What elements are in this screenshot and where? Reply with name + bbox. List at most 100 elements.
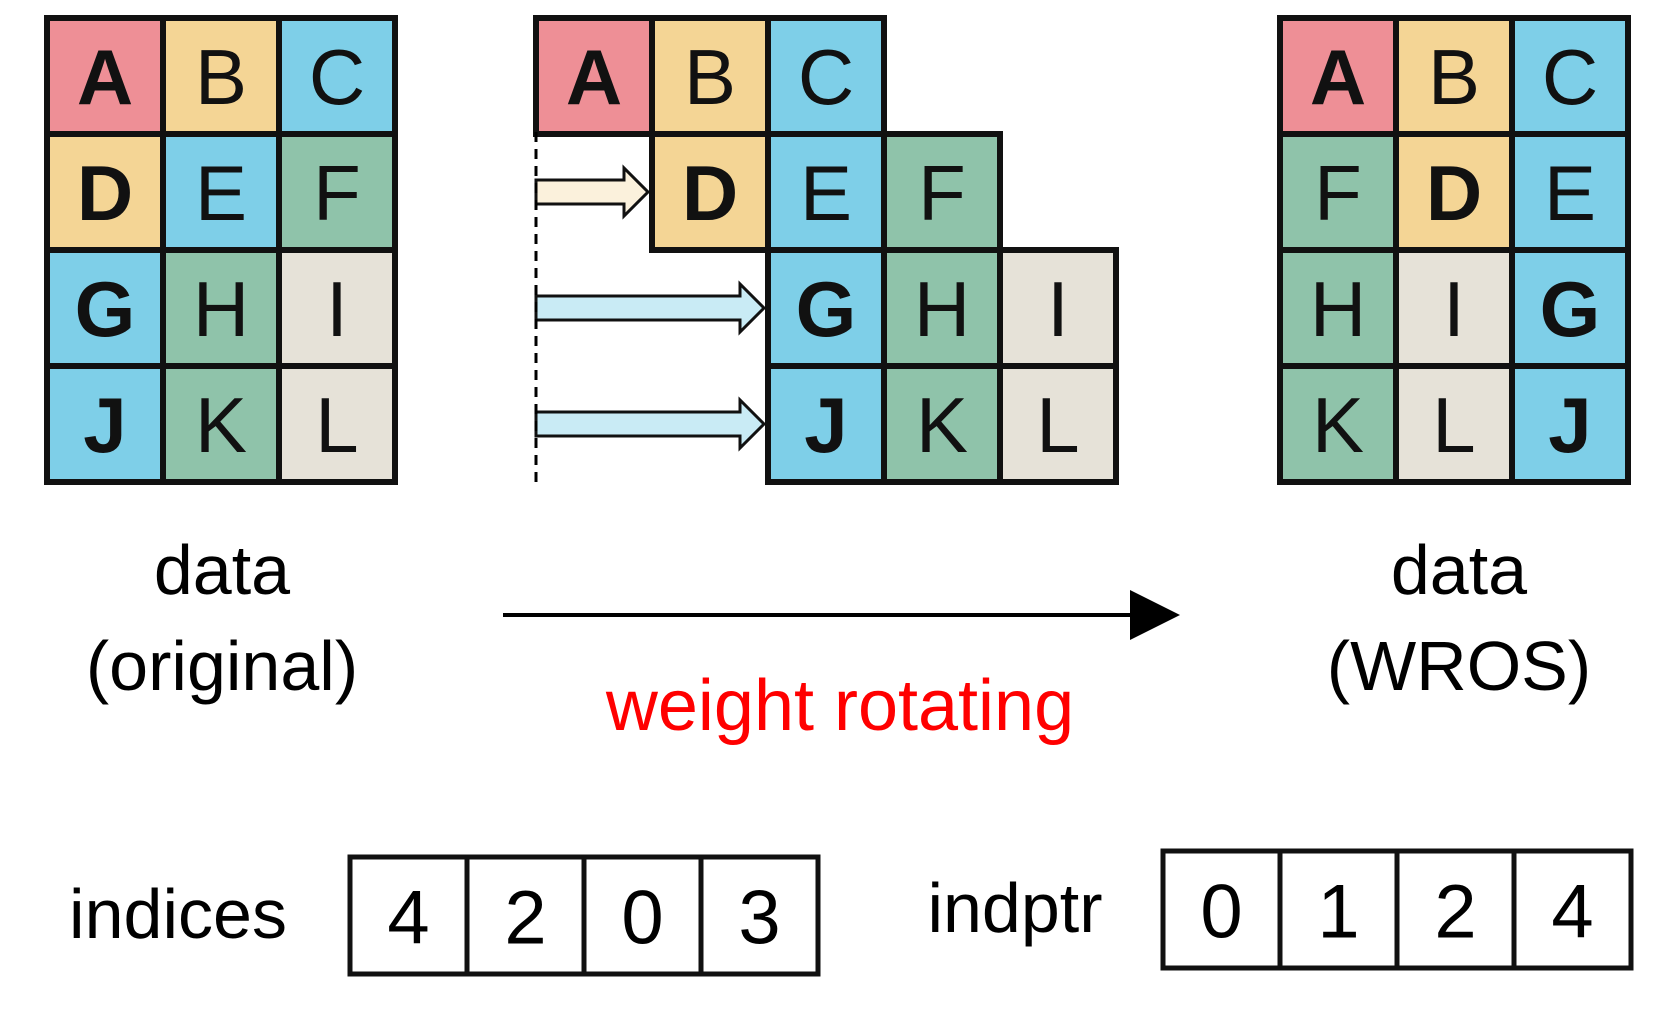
shifted-cell-c-letter: C [798,33,854,121]
indices-cell: 4 [347,854,470,977]
shifted-cell-c: C [765,15,887,137]
indptr-value: 1 [1317,870,1359,955]
indptr-value: 4 [1551,870,1593,955]
wros-cell-j-letter: J [1548,381,1591,469]
weight-rotating-caption: weight rotating [605,666,1074,746]
indptr-value: 0 [1200,870,1242,955]
shifted-cell-h-letter: H [914,265,970,353]
transform-arrow [503,590,1180,640]
indices-cell-box [581,854,704,977]
shifted-cell-c-bg [765,15,887,137]
original-cell-k-letter: K [195,381,247,469]
shifted-cell-f-letter: F [918,149,966,237]
wros-cell-f: F [1277,131,1399,253]
shifted-cell-i-letter: I [1047,265,1069,353]
original-cell-l-bg [276,363,398,485]
shifted-cell-l-letter: L [1036,381,1079,469]
wros-cell-d: D [1393,131,1515,253]
indptr-cell: 0 [1160,848,1283,971]
indptr-cell: 1 [1277,848,1400,971]
wros-cell-g: G [1509,247,1631,369]
shifted-cell-f: F [881,131,1003,253]
original-cell-j-bg [44,363,166,485]
original-cell-g-letter: G [75,265,136,353]
wros-cell-h: H [1277,247,1399,369]
original-label-line1: data [154,531,290,609]
indptr-cell-box [1511,848,1634,971]
original-cell-f: F [276,131,398,253]
shifted-cell-b: B [649,15,771,137]
shifted-cell-d: D [649,131,771,253]
indptr-cell-box [1160,848,1283,971]
original-cell-l: L [276,363,398,485]
original-cell-h-letter: H [193,265,249,353]
wros-cell-i-letter: I [1443,265,1465,353]
indices-value: 2 [504,876,546,961]
wros-cell-l-letter: L [1432,381,1475,469]
original-cell-g: G [44,247,166,369]
original-cell-l-letter: L [315,381,358,469]
shifted-cell-k-letter: K [916,381,968,469]
shift-arrow-row-4 [534,396,767,452]
wros-cell-c-letter: C [1542,33,1598,121]
shifted-cell-h: H [881,247,1003,369]
original-cell-f-letter: F [313,149,361,237]
indices-cell-box [698,854,821,977]
original-cell-b-letter: B [195,33,247,121]
original-cell-d: D [44,131,166,253]
original-cell-j-letter: J [83,381,126,469]
indices-value: 0 [621,876,663,961]
original-cell-h: H [160,247,282,369]
shifted-cell-e: E [765,131,887,253]
wros-cell-b: B [1393,15,1515,137]
shifted-cell-j-letter: J [804,381,847,469]
original-cell-k: K [160,363,282,485]
shifted-cell-b-letter: B [684,33,736,121]
wros-cell-e: E [1509,131,1631,253]
shifted-cell-g-letter: G [796,265,857,353]
indices-label: indices [69,875,287,953]
shifted-cell-e-letter: E [800,149,852,237]
shift-arrows [534,164,767,452]
indices-value: 3 [738,876,780,961]
original-cell-e-letter: E [195,149,247,237]
indptr-cell: 2 [1394,848,1517,971]
shifted-cell-k: K [881,363,1003,485]
original-cell-c: C [276,15,398,137]
wros-cell-f-bg [1277,131,1399,253]
shifted-cell-g: G [765,247,887,369]
wros-cell-k: K [1277,363,1399,485]
shifted-cell-a-bg [533,15,655,137]
original-cell-c-letter: C [309,33,365,121]
indices-cell: 0 [581,854,704,977]
shifted-cell-j: J [765,363,887,485]
wros-cell-d-letter: D [1426,149,1482,237]
wros-cell-a: A [1277,15,1399,137]
wros-cell-h-letter: H [1310,265,1366,353]
shifted-cell-j-bg [765,363,887,485]
shifted-cell-l-bg [997,363,1119,485]
wros-cell-c: C [1509,15,1631,137]
original-cell-i: I [276,247,398,369]
shifted-cell-h-bg [881,247,1003,369]
shifted-cell-i-bg [997,247,1119,369]
wros-cell-e-letter: E [1544,149,1596,237]
wros-cell-b-letter: B [1428,33,1480,121]
indices-cell-box [464,854,587,977]
original-cell-e: E [160,131,282,253]
shift-arrow-row-2 [534,164,651,220]
shifted-cell-k-bg [881,363,1003,485]
shift-arrow-row-3 [534,280,767,336]
wros-label-line1: data [1391,531,1527,609]
shifted-cell-a: A [533,15,655,137]
indices-cell: 3 [698,854,821,977]
wros-cell-g-letter: G [1540,265,1601,353]
shifted-cell-g-bg [765,247,887,369]
wros-cell-j: J [1509,363,1631,485]
